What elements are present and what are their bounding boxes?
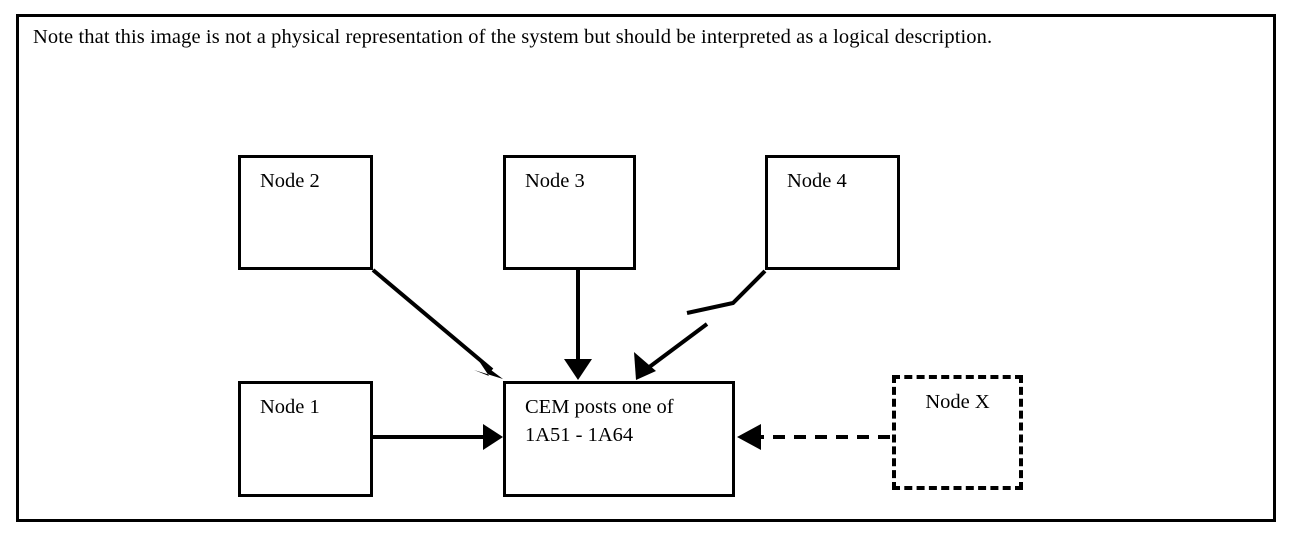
node-box-node-x[interactable]: Node X <box>892 375 1023 490</box>
cem-label-line-1: CEM posts one of <box>525 396 674 418</box>
node-label-node-1: Node 1 <box>260 396 320 418</box>
node-label-node-4: Node 4 <box>787 170 847 192</box>
node-box-node-2[interactable]: Node 2 <box>238 155 373 270</box>
note-text: Note that this image is not a physical r… <box>33 26 993 48</box>
node-label-node-3: Node 3 <box>525 170 585 192</box>
node-label-node-x: Node X <box>925 391 990 413</box>
cem-label-line-2: 1A51 - 1A64 <box>525 424 634 446</box>
node-box-cem[interactable]: CEM posts one of 1A51 - 1A64 <box>503 381 735 497</box>
node-box-node-4[interactable]: Node 4 <box>765 155 900 270</box>
node-label-node-2: Node 2 <box>260 170 320 192</box>
node-box-node-1[interactable]: Node 1 <box>238 381 373 497</box>
node-box-node-3[interactable]: Node 3 <box>503 155 636 270</box>
